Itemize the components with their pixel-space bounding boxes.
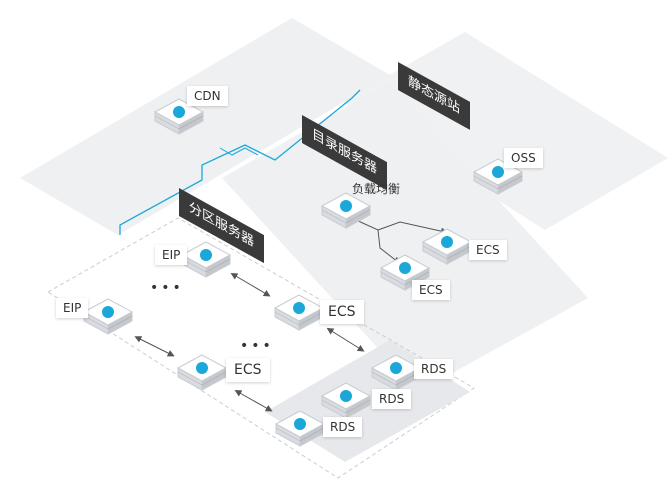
oss-label: OSS [504,148,543,168]
partition-zone [47,217,475,479]
ecs-dir-2-device [380,254,430,291]
cdn-device [154,98,204,135]
load-balancer-label: 负载均衡 [352,182,401,196]
eip-ecs-link [134,336,175,357]
eip-ecs2-link [230,272,271,297]
oss-device [473,158,523,195]
ecs-rds-link [234,390,273,412]
ecs-dir-2-label: ECS [412,280,450,300]
rds-3-device [275,410,325,447]
network-line [119,89,361,235]
lb-device [321,192,371,229]
cdn-zone [20,18,390,235]
ecs-part-1-device [274,294,324,331]
ecs2-rds-link [326,327,365,352]
more-dots-1: ••• [150,280,184,296]
rds-2-label: RDS [372,389,412,409]
network-line-branch [219,147,259,156]
ecs-part-2-label: ECS [226,358,270,382]
eip-1-device [181,241,231,278]
cdn-label: CDN [187,86,228,106]
rds-3-label: RDS [323,417,363,437]
rds-2-device [321,382,371,419]
ecs-dir-1-device [422,228,472,265]
ecs-part-1-label: ECS [320,300,364,324]
ecs-part-2-device [177,354,227,391]
rds-1-device [371,354,421,391]
eip-2-device [83,298,133,335]
rds-1-label: RDS [414,359,454,379]
more-dots-2: ••• [240,338,274,354]
lb-to-ecs-link [355,219,448,235]
lb-to-ecs2-link [377,229,401,264]
eip-1-label: EIP [155,245,188,265]
ecs-dir-1-label: ECS [469,240,507,260]
directory-zone [222,82,588,392]
eip-2-label: EIP [56,298,89,318]
